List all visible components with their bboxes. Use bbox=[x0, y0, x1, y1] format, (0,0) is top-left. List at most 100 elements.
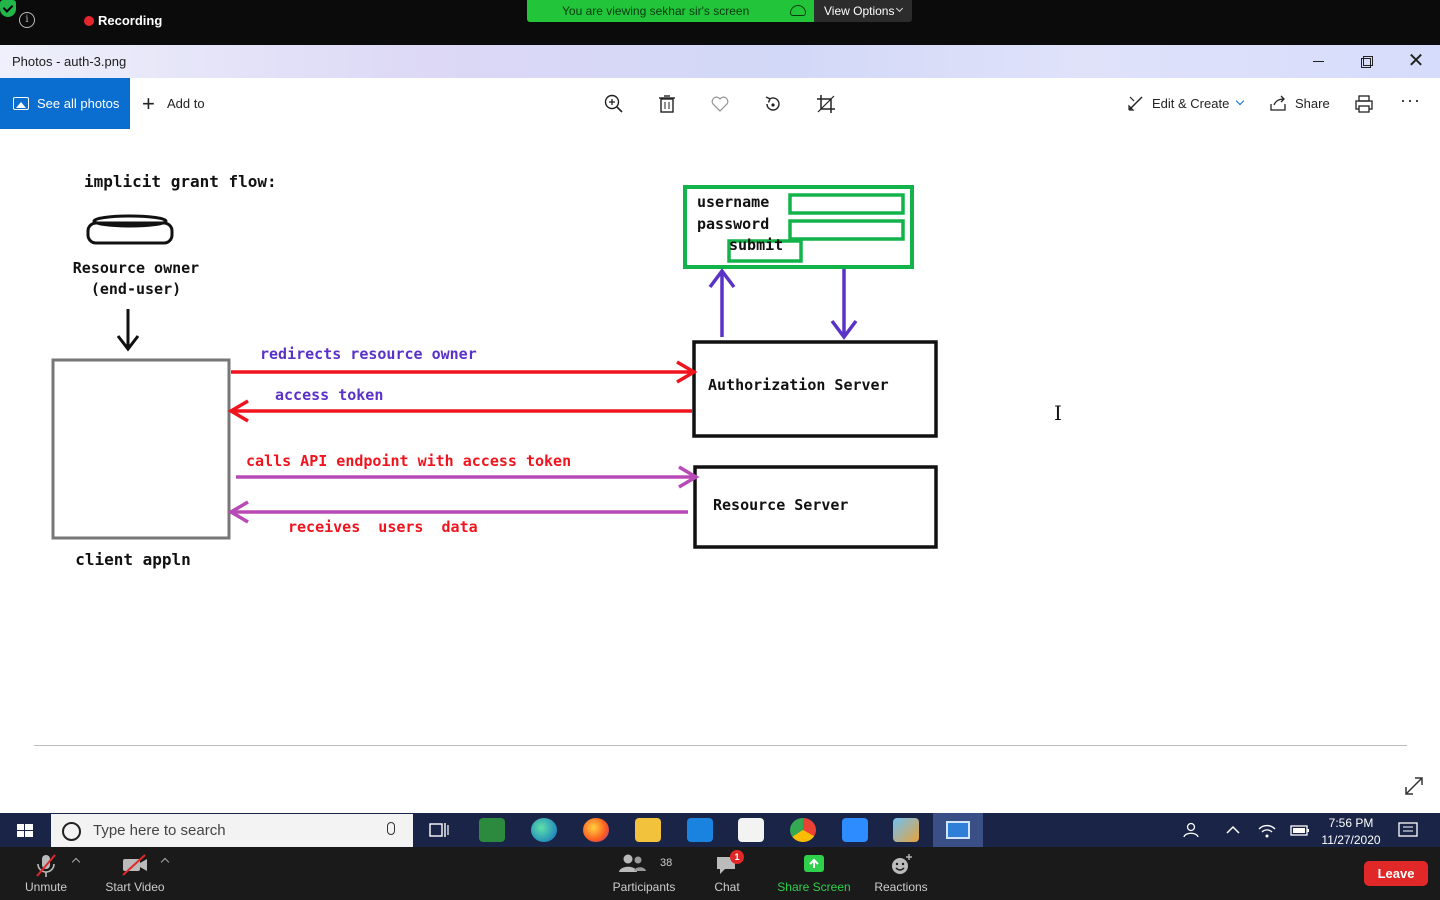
zoom-meeting-controls: Unmute Start Video Participants 38 Chat … bbox=[0, 847, 1440, 900]
share-screen-label: Share Screen bbox=[777, 880, 851, 894]
viewing-screen-banner: You are viewing sekhar sir's screen bbox=[527, 0, 814, 22]
chevron-down-icon bbox=[895, 4, 904, 13]
chrome-icon[interactable] bbox=[790, 818, 816, 842]
authorization-server-box bbox=[692, 340, 938, 438]
restore-button[interactable] bbox=[1343, 45, 1391, 78]
unmute-label: Unmute bbox=[24, 880, 68, 894]
window-titlebar: Photos - auth-3.png ✕ bbox=[0, 45, 1440, 78]
start-video-label: Start Video bbox=[105, 880, 165, 894]
clock-time: 7:56 PM bbox=[1328, 816, 1374, 830]
clock-date: 11/27/2020 bbox=[1321, 833, 1381, 847]
calls-api-label: calls API endpoint with access token bbox=[246, 452, 571, 470]
chevron-down-icon bbox=[1235, 96, 1245, 106]
share-screen-button[interactable]: Share Screen bbox=[772, 847, 856, 900]
resource-server-box bbox=[693, 465, 938, 549]
task-view-icon[interactable] bbox=[426, 818, 452, 842]
view-options-label: View Options bbox=[824, 4, 895, 18]
battery-icon[interactable] bbox=[1287, 818, 1313, 842]
leave-meeting-button[interactable]: Leave bbox=[1364, 861, 1428, 886]
windows-taskbar: Type here to search 7:56 PM 11/27/2020 bbox=[0, 813, 1440, 847]
video-off-icon bbox=[122, 854, 147, 876]
submit-label: submit bbox=[729, 236, 783, 254]
minimize-button[interactable] bbox=[1295, 45, 1343, 78]
reactions-label: Reactions bbox=[874, 880, 928, 894]
login-form bbox=[683, 185, 914, 269]
text-cursor-icon: I bbox=[1054, 401, 1062, 425]
participants-icon bbox=[619, 854, 646, 872]
diagram-title: implicit grant flow: bbox=[84, 172, 277, 191]
recording-label: Recording bbox=[98, 13, 163, 28]
photos-taskbar-item[interactable] bbox=[933, 813, 983, 847]
reactions-smiley-icon bbox=[892, 854, 912, 874]
edit-create-button[interactable]: Edit & Create bbox=[1126, 78, 1248, 129]
window-title: Photos - auth-3.png bbox=[12, 54, 127, 69]
owner-down-arrow bbox=[116, 309, 140, 352]
notifications-icon[interactable] bbox=[1395, 818, 1421, 842]
edit-create-label: Edit & Create bbox=[1152, 96, 1230, 111]
muted-microphone-icon bbox=[36, 854, 56, 877]
paint-icon[interactable] bbox=[893, 818, 919, 842]
resource-owner-label: Resource owner bbox=[73, 259, 199, 277]
authorization-server-label: Authorization Server bbox=[708, 376, 889, 394]
client-app-label: client appln bbox=[75, 550, 191, 569]
firefox-icon[interactable] bbox=[583, 818, 609, 842]
photo-canvas: implicit grant flow: Resource owner (end… bbox=[0, 129, 1440, 813]
resource-owner-icon bbox=[86, 214, 174, 245]
client-app-box bbox=[51, 358, 231, 540]
delete-icon[interactable] bbox=[653, 90, 681, 118]
plus-icon: + bbox=[142, 91, 155, 116]
receives-data-label: receives users data bbox=[288, 518, 478, 536]
wifi-icon[interactable] bbox=[1254, 818, 1280, 842]
zoom-in-icon[interactable] bbox=[600, 90, 628, 118]
windows-start-icon[interactable] bbox=[0, 813, 50, 847]
participants-label: Participants bbox=[612, 880, 676, 894]
file-explorer-icon[interactable] bbox=[635, 818, 661, 842]
receives-data-arrow bbox=[227, 500, 688, 524]
photos-toolbar: See all photos + Add to Edit & Create bbox=[0, 78, 1440, 129]
password-label: password bbox=[697, 215, 769, 233]
expand-icon[interactable] bbox=[1402, 774, 1426, 798]
form-up-arrow bbox=[708, 268, 736, 337]
rotate-icon[interactable] bbox=[759, 90, 787, 118]
microsoft-store-icon[interactable] bbox=[738, 818, 764, 842]
people-icon[interactable] bbox=[1178, 818, 1204, 842]
reactions-button[interactable]: Reactions bbox=[868, 847, 934, 900]
edit-pen-icon bbox=[1128, 96, 1143, 111]
zoom-top-bar: i Recording You are viewing sekhar sir's… bbox=[0, 0, 1440, 45]
view-options-button[interactable]: View Options bbox=[814, 0, 912, 22]
crop-icon[interactable] bbox=[812, 90, 840, 118]
unmute-button[interactable]: Unmute bbox=[16, 847, 76, 900]
favorite-heart-icon[interactable] bbox=[706, 90, 734, 118]
share-label: Share bbox=[1295, 96, 1330, 111]
close-button[interactable]: ✕ bbox=[1407, 50, 1425, 72]
more-options-button[interactable]: ··· bbox=[1400, 90, 1421, 110]
end-user-label: (end-user) bbox=[91, 280, 181, 298]
mail-icon[interactable] bbox=[687, 818, 713, 842]
chat-button[interactable]: Chat bbox=[700, 847, 754, 900]
recording-dot-icon bbox=[84, 16, 94, 26]
start-video-button[interactable]: Start Video bbox=[100, 847, 170, 900]
cortana-icon bbox=[62, 822, 81, 841]
system-clock[interactable]: 7:56 PM 11/27/2020 bbox=[1318, 815, 1384, 849]
see-all-photos-button[interactable]: See all photos bbox=[0, 78, 130, 129]
filmstrip-divider bbox=[34, 745, 1407, 746]
print-icon[interactable] bbox=[1350, 90, 1378, 118]
show-hidden-icons-chevron-up-icon[interactable] bbox=[1220, 818, 1246, 842]
edge-browser-icon[interactable] bbox=[531, 818, 557, 842]
sticky-notes-icon[interactable] bbox=[479, 818, 505, 842]
chat-label: Chat bbox=[714, 880, 740, 894]
zoom-app-icon[interactable] bbox=[842, 818, 868, 842]
info-icon[interactable]: i bbox=[19, 12, 35, 28]
taskbar-search-box[interactable]: Type here to search bbox=[51, 814, 413, 847]
photos-icon bbox=[13, 97, 29, 110]
security-shield-icon[interactable] bbox=[0, 0, 16, 17]
redirects-label: redirects resource owner bbox=[260, 345, 477, 363]
search-placeholder: Type here to search bbox=[93, 822, 226, 839]
calls-api-arrow bbox=[236, 465, 700, 489]
viewing-banner-text: You are viewing sekhar sir's screen bbox=[562, 4, 750, 18]
participants-button[interactable]: Participants bbox=[604, 847, 684, 900]
share-button[interactable]: Share bbox=[1268, 78, 1330, 129]
microphone-icon[interactable] bbox=[387, 822, 395, 835]
username-label: username bbox=[697, 193, 769, 211]
share-icon bbox=[1270, 95, 1286, 111]
